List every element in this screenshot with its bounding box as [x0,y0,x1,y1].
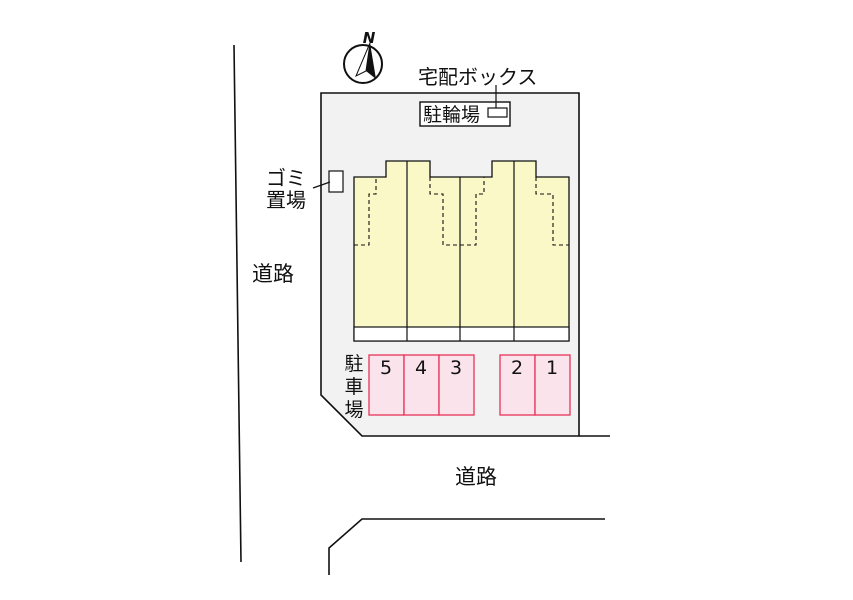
parking-space-number-2: 2 [511,357,523,379]
parking-space-number-1: 1 [546,357,558,379]
parking-area: 5 4 3 2 1 駐 車 場 [344,353,571,421]
parking-space-3 [438,354,475,416]
building [353,160,570,342]
parking-label-char-3: 場 [344,399,363,421]
parking-space-number-4: 4 [415,357,427,379]
building-balcony-strip [353,326,570,342]
garbage-leader-line [312,181,331,189]
parking-label: 駐 車 場 [344,353,363,421]
parking-space-1 [534,354,571,416]
parking-space-4 [403,354,440,416]
unit-stair-outlines [354,177,569,246]
bicycle-parking-label: 駐輪場 [423,104,480,126]
delivery-box-marker [487,107,508,118]
delivery-box-label: 宅配ボックス [418,65,537,89]
road-label-south: 道路 [455,465,497,489]
parking-group-west [368,354,475,416]
road-edge-south-corner [328,518,605,575]
parking-group-east [499,354,571,416]
parking-space-number-3: 3 [450,357,462,379]
road-edge-west [233,44,242,563]
unit-dividers [406,161,515,341]
parking-space-number-5: 5 [380,357,392,379]
compass-north-label: N [363,29,376,47]
parking-label-char-2: 車 [344,376,363,398]
road-label-west: 道路 [252,262,294,286]
parking-label-char-1: 駐 [344,353,363,375]
garbage-area-label-line-1: ゴミ [266,166,306,190]
north-arrow-icon: N [343,29,383,84]
garbage-area-label-line-2: 置場 [266,188,306,212]
parking-space-2 [499,354,536,416]
garbage-area-marker [328,170,344,193]
building-footprint [353,160,570,342]
